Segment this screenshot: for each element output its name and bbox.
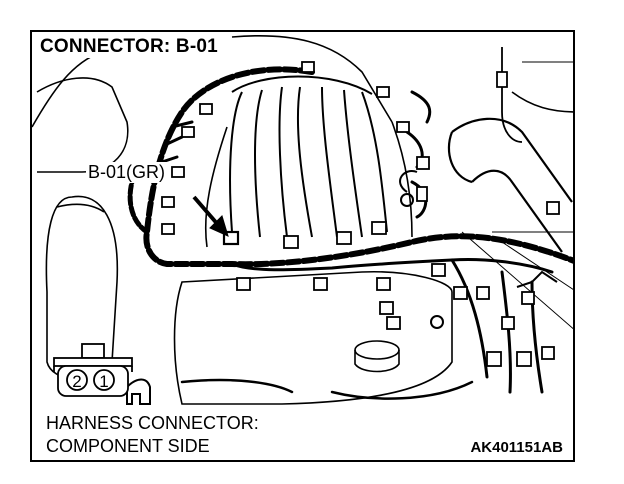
cylinder-head <box>173 270 453 405</box>
connector-block <box>501 316 515 330</box>
connector-block <box>161 196 175 208</box>
footer-line2: COMPONENT SIDE <box>46 436 210 456</box>
callout-arrow <box>192 195 229 237</box>
connector-block <box>199 103 213 115</box>
pin-1-label: 1 <box>99 372 108 391</box>
connector-block <box>516 351 532 367</box>
intake-runner-4 <box>361 91 388 233</box>
engine-illustration: 2 1 <box>32 34 573 405</box>
wiring-harness-lower <box>230 258 554 274</box>
connector-block <box>171 166 185 178</box>
intake-runner-1 <box>229 91 243 233</box>
connector-block <box>386 316 401 330</box>
connector-block <box>546 201 560 215</box>
connector-block <box>313 277 328 291</box>
connector-block <box>301 61 315 73</box>
connector-block <box>376 86 390 98</box>
connector-block <box>376 277 391 291</box>
intake-runner-2 <box>278 86 288 238</box>
figure-code: AK401151AB <box>470 439 563 456</box>
pin-1 <box>93 369 115 391</box>
connector-title: CONNECTOR: B-01 <box>38 36 220 58</box>
connector-block <box>161 223 175 235</box>
oil-cap <box>354 340 400 360</box>
connector-block <box>416 186 428 202</box>
wiring-harness-main <box>143 66 573 268</box>
connector-block <box>336 231 352 245</box>
connector-block <box>486 351 502 367</box>
connector-block <box>476 286 490 300</box>
connector-block <box>541 346 555 360</box>
diagram-frame: 2 1 CONNECTOR: B-01 B-01(GR) HARNESS CON… <box>30 30 575 462</box>
connector-block <box>453 286 468 300</box>
connector-block <box>371 221 387 235</box>
pin-2-label: 2 <box>72 372 81 391</box>
pin-2 <box>66 369 88 391</box>
connector-block <box>416 156 430 170</box>
connector-callout-label: B-01(GR) <box>86 162 168 183</box>
connector-block <box>379 301 394 315</box>
connector-block <box>236 277 251 291</box>
connector-block <box>521 291 535 305</box>
footer-line1: HARNESS CONNECTOR: <box>46 413 259 433</box>
intake-runner-3 <box>321 86 338 238</box>
sensor-stem <box>496 47 523 143</box>
intake-hose <box>451 117 573 253</box>
connector-block <box>396 121 410 133</box>
connector-block <box>283 235 299 249</box>
connector-block <box>181 126 195 138</box>
upper-left-tank <box>36 77 129 173</box>
connector-block <box>431 263 446 277</box>
connector-face-diagram <box>53 343 133 397</box>
